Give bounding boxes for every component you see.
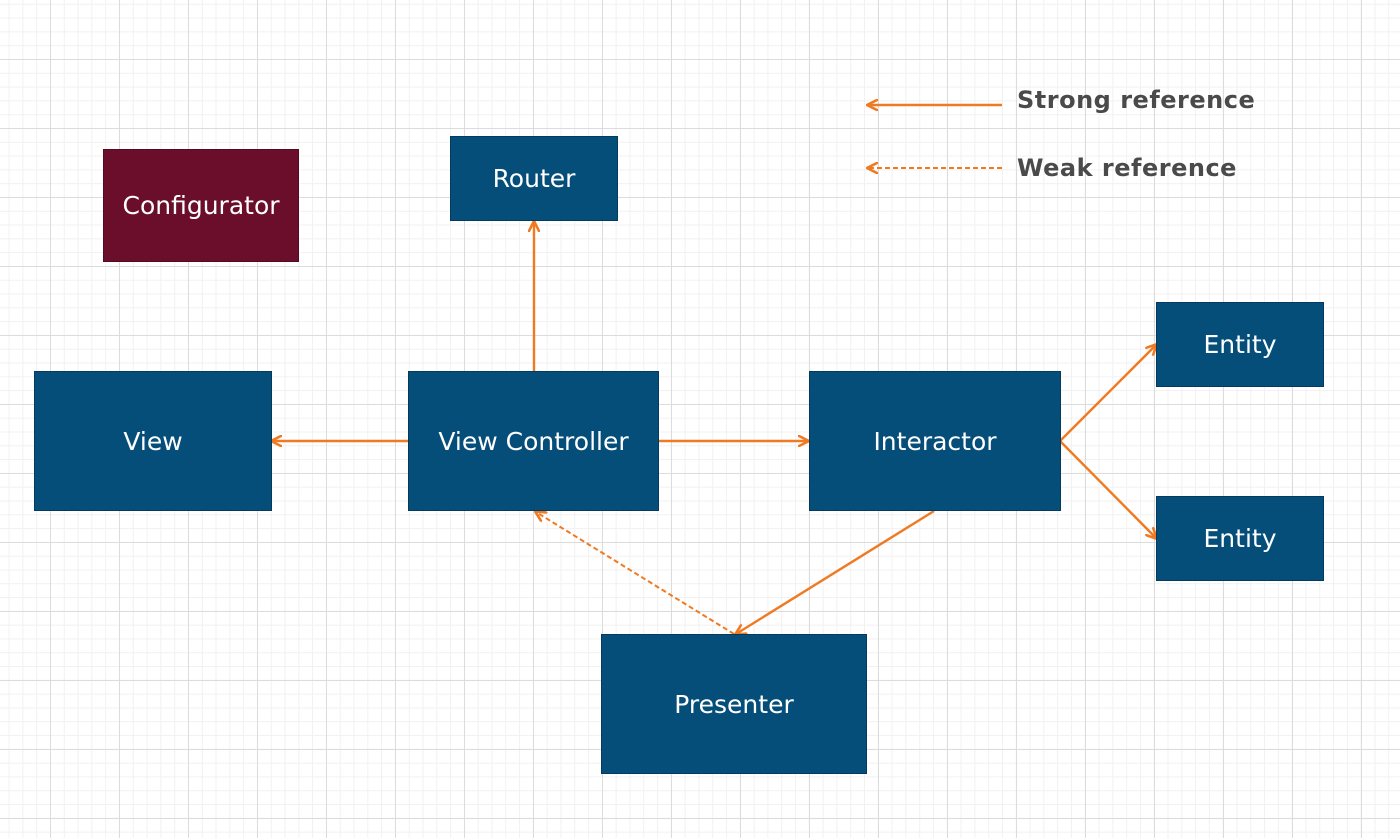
presenter-node: Presenter xyxy=(601,634,867,774)
edge-interactor-to-presenter xyxy=(736,509,935,634)
view-node: View xyxy=(34,371,272,511)
view-controller-node: View Controller xyxy=(408,371,659,511)
edge-presenter-to-viewcontroller-weak xyxy=(536,512,735,635)
legend-strong-label: Strong reference xyxy=(1017,86,1256,114)
interactor-node: Interactor xyxy=(809,371,1061,511)
entity-top-node: Entity xyxy=(1156,302,1324,387)
edge-interactor-to-entity-top xyxy=(1059,345,1156,442)
router-node: Router xyxy=(450,136,618,221)
entity-bottom-node: Entity xyxy=(1156,496,1324,581)
edge-interactor-to-entity-bottom xyxy=(1059,440,1156,538)
configurator-node: Configurator xyxy=(103,149,299,262)
legend-weak-label: Weak reference xyxy=(1017,154,1237,182)
